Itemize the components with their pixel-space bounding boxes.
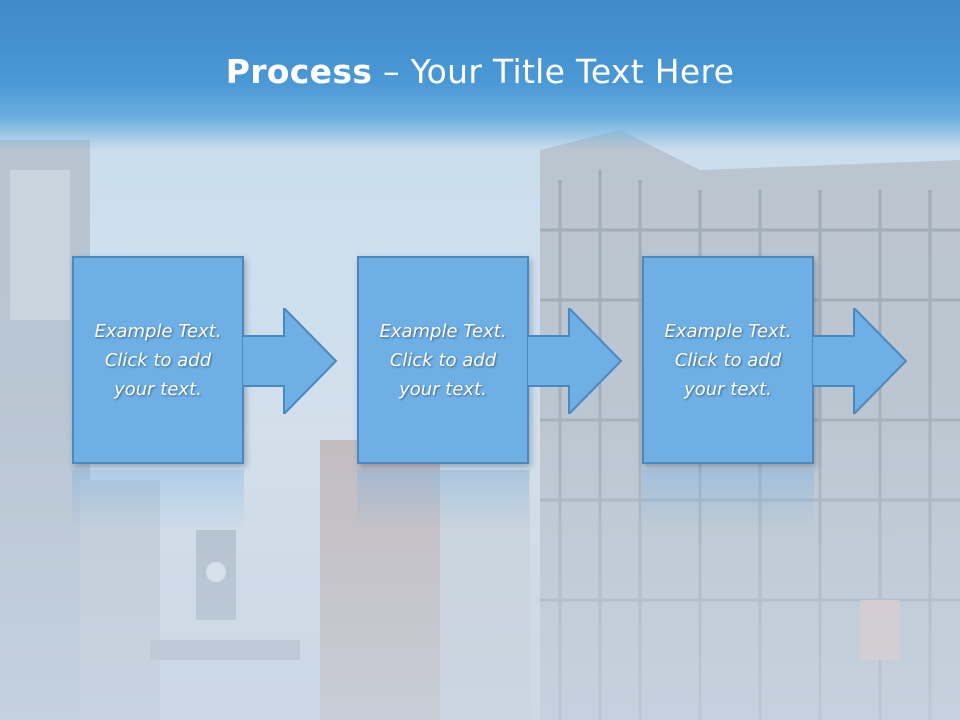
step-2-box[interactable]: Example Text. Click to add your text. (357, 256, 529, 464)
process-step-1: Example Text. Click to add your text. (72, 256, 342, 466)
right-arrow-icon (812, 308, 908, 414)
title-rest: – Your Title Text Here (372, 52, 735, 91)
step-2-text: Example Text. Click to add your text. (379, 320, 507, 400)
title-bar (0, 0, 960, 150)
step-3-text: Example Text. Click to add your text. (664, 320, 792, 400)
step-1-text: Example Text. Click to add your text. (94, 320, 222, 400)
step-2-reflection (357, 470, 529, 530)
right-arrow-icon (242, 308, 338, 414)
step-1-box[interactable]: Example Text. Click to add your text. (72, 256, 244, 464)
process-step-2: Example Text. Click to add your text. (357, 256, 627, 466)
process-step-3: Example Text. Click to add your text. (642, 256, 912, 466)
step-3-reflection (642, 470, 814, 530)
slide-title[interactable]: Process – Your Title Text Here (0, 52, 960, 91)
step-3-box[interactable]: Example Text. Click to add your text. (642, 256, 814, 464)
step-1-reflection (72, 470, 244, 530)
title-bold: Process (225, 52, 373, 91)
right-arrow-icon (527, 308, 623, 414)
